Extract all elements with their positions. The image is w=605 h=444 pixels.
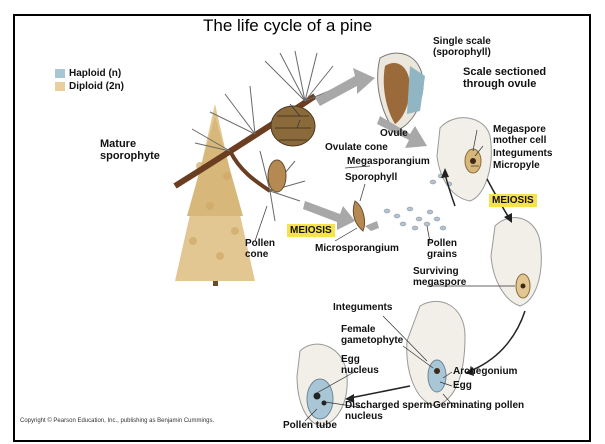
label-pollen-cone: Pollen cone (245, 238, 285, 260)
label-germinating-pollen: Germinating pollen (433, 400, 524, 411)
label-megasporangium: Megasporangium (347, 156, 430, 167)
label-egg-nucleus: Egg nucleus (341, 354, 391, 376)
label-ovule: Ovule (380, 128, 408, 139)
pollen-cone (268, 160, 286, 192)
label-sporophyll: Sporophyll (345, 172, 397, 183)
label-discharged-sperm-nucleus: Discharged sperm nucleus (345, 400, 435, 422)
label-meiosis-left: MEIOSIS (287, 224, 335, 237)
pine-tree (175, 104, 255, 286)
label-integuments-top: Integuments (493, 148, 552, 159)
label-ovulate-cone: Ovulate cone (325, 142, 388, 153)
label-pollen-tube: Pollen tube (283, 420, 337, 431)
legend-diploid: Diploid (2n) (69, 81, 124, 92)
diagram-title: The life cycle of a pine (203, 16, 372, 36)
diagram-frame: The life cycle of a pine Haploid (n) Dip… (13, 14, 591, 442)
label-megaspore-mother-cell: Megaspore mother cell (493, 124, 573, 146)
ovule-meiosis (491, 218, 541, 306)
label-egg: Egg (453, 380, 472, 391)
copyright-notice: Copyright © Pearson Education, Inc., pub… (20, 418, 214, 424)
ovule-fertilization (297, 344, 347, 426)
sporophyll (353, 201, 364, 231)
label-archegonium: Archegonium (453, 366, 517, 377)
label-pollen-grains: Pollen grains (427, 238, 467, 260)
haploid-swatch (55, 69, 65, 78)
label-mature-sporophyte: Mature sporophyte (100, 138, 170, 162)
label-single-scale: Single scale (sporophyll) (433, 36, 523, 58)
legend-haploid: Haploid (n) (69, 68, 121, 79)
label-female-gametophyte: Female gametophyte (341, 324, 411, 346)
label-scale-sectioned: Scale sectioned through ovule (463, 66, 573, 90)
label-surviving-megaspore: Surviving megaspore (413, 266, 483, 288)
label-micropyle: Micropyle (493, 160, 540, 171)
label-meiosis-right: MEIOSIS (489, 194, 537, 207)
label-integuments-bottom: Integuments (333, 302, 392, 313)
sectioned-ovule (437, 118, 491, 201)
label-microsporangium: Microsporangium (315, 243, 399, 254)
diploid-swatch (55, 82, 65, 91)
